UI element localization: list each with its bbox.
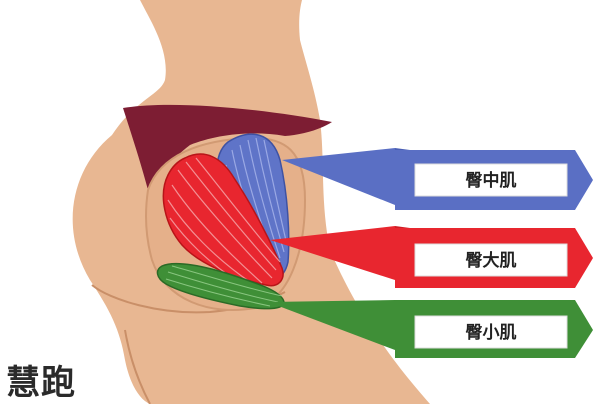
gluteus-maximus-label: 臀大肌	[466, 250, 517, 271]
gluteus-minimus-pointer: 臀小肌	[268, 300, 593, 358]
gluteus-maximus-pointer: 臀大肌	[270, 226, 593, 288]
underwear-band	[123, 104, 332, 190]
gluteus-maximus-muscle	[162, 153, 284, 287]
gluteus-minimus-label: 臀小肌	[466, 323, 517, 343]
gluteus-medius-label: 臀中肌	[466, 170, 517, 191]
gluteus-medius-pointer: 臀中肌	[282, 148, 593, 210]
gluteus-minimus-muscle	[156, 262, 285, 310]
watermark-logo: 慧跑	[6, 363, 76, 403]
